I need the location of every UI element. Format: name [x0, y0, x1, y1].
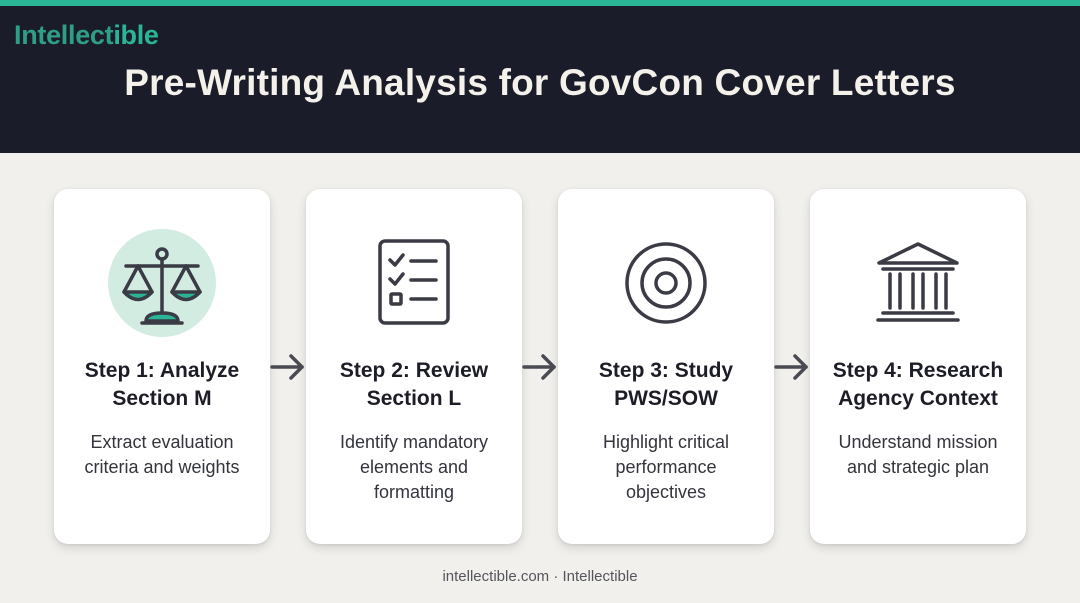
scales-icon: [122, 247, 202, 325]
top-accent-bar: [0, 0, 1080, 6]
icon-container: [864, 229, 972, 337]
footer-text: intellectible.com · Intellectible: [442, 568, 638, 585]
icon-container: [612, 229, 720, 337]
step-title: Step 1: Analyze Section M: [84, 359, 240, 410]
arrow-right-icon: [270, 354, 304, 380]
step-description: Highlight critical performance objective…: [602, 432, 730, 502]
step-description: Understand mission and strategic plan: [838, 432, 998, 477]
icon-circle: [108, 229, 216, 337]
step-card-3: Step 3: Study PWS/SOW Highlight critical…: [558, 189, 774, 544]
step-card-4: Step 4: Research Agency Context Understa…: [810, 189, 1026, 544]
target-icon: [625, 242, 707, 324]
header: Intellectible Pre-Writing Analysis for G…: [0, 6, 1080, 153]
checklist-icon: [378, 239, 450, 325]
page-title: Pre-Writing Analysis for GovCon Cover Le…: [124, 62, 956, 103]
step-description: Identify mandatory elements and formatti…: [339, 432, 489, 502]
step-description: Extract evaluation criteria and weights: [84, 432, 240, 477]
brand-text-accent: ible: [113, 20, 159, 50]
step-card-2: Step 2: Review Section L Identify mandat…: [306, 189, 522, 544]
government-building-icon: [876, 242, 960, 322]
brand-text-main: Intellect: [14, 20, 114, 50]
arrow-right-icon: [522, 354, 556, 380]
icon-container: [360, 229, 468, 337]
brand-logo: Intellectible: [14, 20, 159, 51]
step-title: Step 3: Study PWS/SOW: [598, 359, 734, 410]
arrow-right-icon: [774, 354, 808, 380]
step-title: Step 4: Research Agency Context: [832, 359, 1004, 410]
step-title: Step 2: Review Section L: [339, 359, 489, 410]
step-card-1: Step 1: Analyze Section M Extract evalua…: [54, 189, 270, 544]
